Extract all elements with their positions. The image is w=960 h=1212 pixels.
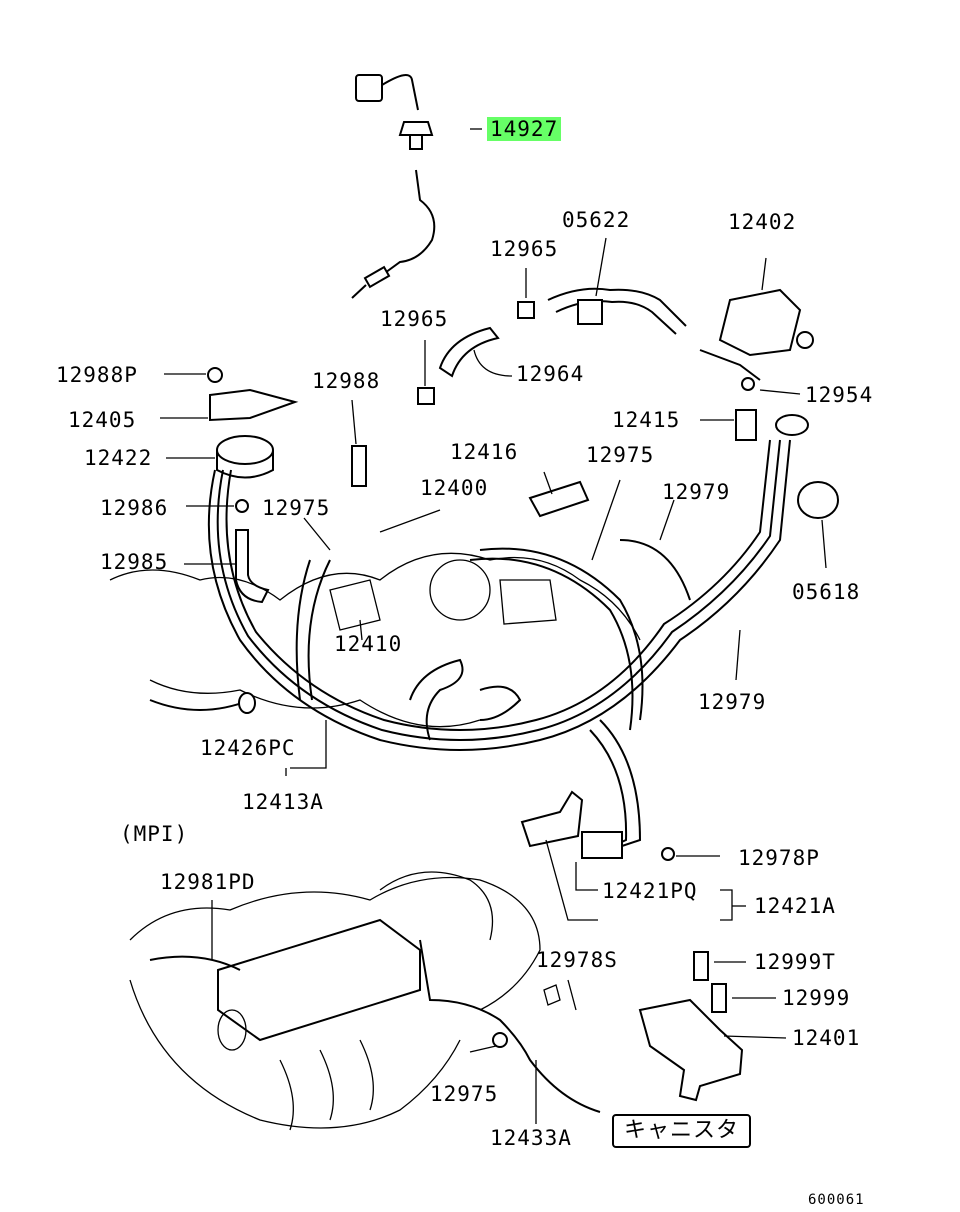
part-label-12975-c[interactable]: 12975 — [430, 1082, 499, 1106]
oxygen-sensor-part[interactable] — [351, 74, 436, 299]
part-label-12964[interactable]: 12964 — [516, 362, 585, 386]
part-label-05618[interactable]: 05618 — [792, 580, 861, 604]
part-label-12999[interactable]: 12999 — [782, 986, 851, 1010]
part-label-12988P[interactable]: 12988P — [56, 363, 138, 387]
part-label-12978S[interactable]: 12978S — [536, 948, 618, 972]
part-label-12985[interactable]: 12985 — [100, 550, 169, 574]
part-label-12416[interactable]: 12416 — [450, 440, 519, 464]
part-label-12975-a[interactable]: 12975 — [586, 443, 655, 467]
part-label-12410[interactable]: 12410 — [334, 632, 403, 656]
part-label-12981PD[interactable]: 12981PD — [160, 870, 256, 894]
mpi-engine-part — [129, 871, 541, 1131]
part-label-12413A[interactable]: 12413A — [242, 790, 324, 814]
part-label-12954[interactable]: 12954 — [805, 383, 874, 407]
part-label-14927[interactable]: 14927 — [487, 117, 562, 141]
part-label-12965-top[interactable]: 12965 — [490, 237, 559, 261]
part-label-12400[interactable]: 12400 — [420, 476, 489, 500]
part-label-12988[interactable]: 12988 — [312, 369, 381, 393]
part-label-12401[interactable]: 12401 — [792, 1026, 861, 1050]
main-harness-part[interactable] — [149, 439, 791, 853]
bracket-part[interactable] — [699, 257, 814, 381]
part-label-12426PC[interactable]: 12426PC — [200, 736, 296, 760]
part-label-12422[interactable]: 12422 — [84, 446, 153, 470]
highlighted-part-number[interactable]: 14927 — [487, 117, 562, 141]
part-label-12986[interactable]: 12986 — [100, 496, 169, 520]
part-label-12999T[interactable]: 12999T — [754, 950, 836, 974]
part-label-05622[interactable]: 05622 — [562, 208, 631, 232]
canister-label-box: キャニスタ — [612, 1114, 752, 1148]
part-label-12979-a[interactable]: 12979 — [662, 480, 731, 504]
part-label-12433A[interactable]: 12433A — [490, 1126, 572, 1150]
part-label-12978P[interactable]: 12978P — [738, 846, 820, 870]
part-label-12975-b[interactable]: 12975 — [262, 496, 331, 520]
part-label-12979-b[interactable]: 12979 — [698, 690, 767, 714]
part-label-12405[interactable]: 12405 — [68, 408, 137, 432]
hose-part[interactable] — [547, 287, 687, 327]
part-label-12402[interactable]: 12402 — [728, 210, 797, 234]
part-label-12965-mid[interactable]: 12965 — [380, 307, 449, 331]
part-label-12421PQ[interactable]: 12421PQ — [602, 879, 698, 903]
diagram-code: 600061 — [808, 1192, 865, 1208]
mpi-section-label: (MPI) — [120, 822, 189, 846]
part-label-12415[interactable]: 12415 — [612, 408, 681, 432]
part-label-12421A[interactable]: 12421A — [754, 894, 836, 918]
